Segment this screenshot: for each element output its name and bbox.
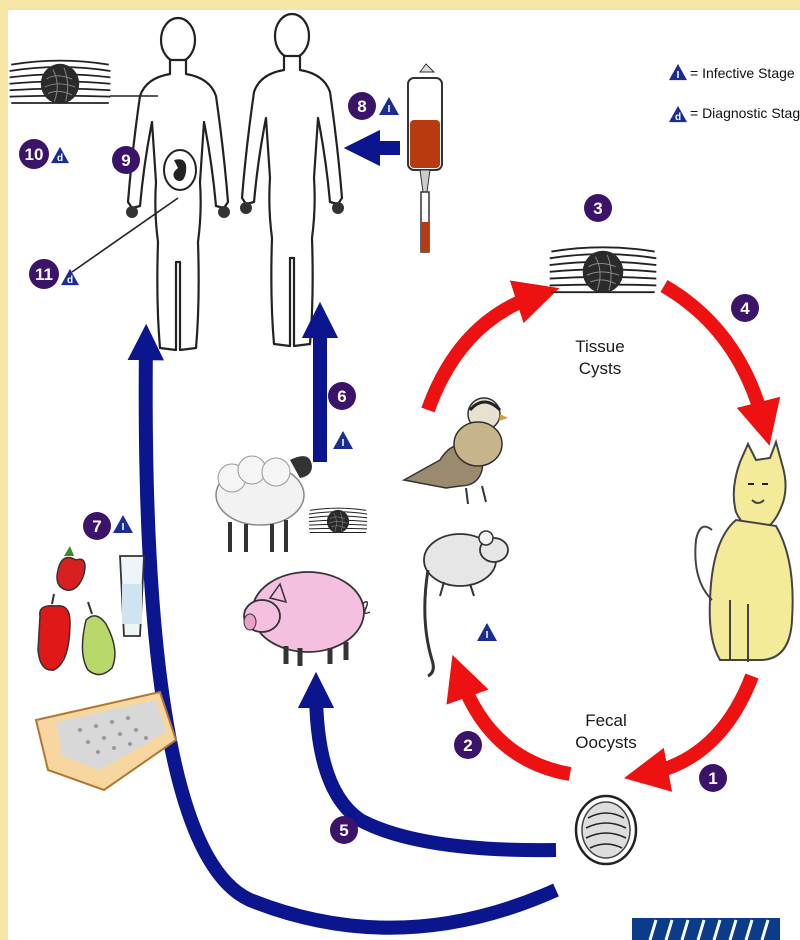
step-badge-5: 5 [330, 816, 358, 844]
tissue-cysts-label-line2: Cysts [579, 359, 622, 378]
svg-text:6: 6 [337, 387, 346, 406]
step-badge-9: 9 [112, 146, 140, 174]
step-badge-6: 6 [328, 382, 356, 410]
svg-text:3: 3 [593, 199, 602, 218]
svg-text:I: I [486, 630, 489, 641]
svg-text:I: I [342, 438, 345, 449]
svg-text:d: d [57, 153, 63, 164]
svg-text:I: I [677, 70, 680, 81]
svg-text:d: d [675, 112, 681, 123]
step-badge-7: 7 [83, 512, 111, 540]
svg-text:1: 1 [708, 769, 717, 788]
svg-text:10: 10 [25, 145, 44, 164]
legend-infective-label: = Infective Stage [690, 65, 795, 81]
step-badge-4: 4 [731, 294, 759, 322]
svg-text:I: I [122, 522, 125, 533]
step-badge-10: 10 [19, 139, 49, 169]
svg-text:4: 4 [740, 299, 750, 318]
step-badge-2: 2 [454, 731, 482, 759]
svg-text:2: 2 [463, 736, 472, 755]
step-badge-3: 3 [584, 194, 612, 222]
svg-text:7: 7 [92, 517, 101, 536]
step-badge-1: 1 [699, 764, 727, 792]
svg-text:11: 11 [35, 265, 53, 284]
tissue-cysts-label-line1: Tissue [575, 337, 624, 356]
oocyst-icon [576, 796, 636, 864]
svg-text:8: 8 [357, 97, 366, 116]
step-badge-8: 8 [348, 92, 376, 120]
legend-diagnostic-label: = Diagnostic Stage [690, 105, 800, 121]
fetus-icon [164, 150, 196, 190]
logo-fragment [632, 918, 780, 940]
svg-text:9: 9 [121, 151, 130, 170]
water-glass-icon [120, 556, 144, 636]
svg-text:I: I [388, 104, 391, 115]
svg-text:d: d [67, 275, 73, 286]
svg-text:5: 5 [339, 821, 348, 840]
fecal-oocysts-label-line2: Oocysts [575, 733, 636, 752]
step-badge-11: 11 [29, 259, 59, 289]
fecal-oocysts-label-line1: Fecal [585, 711, 627, 730]
